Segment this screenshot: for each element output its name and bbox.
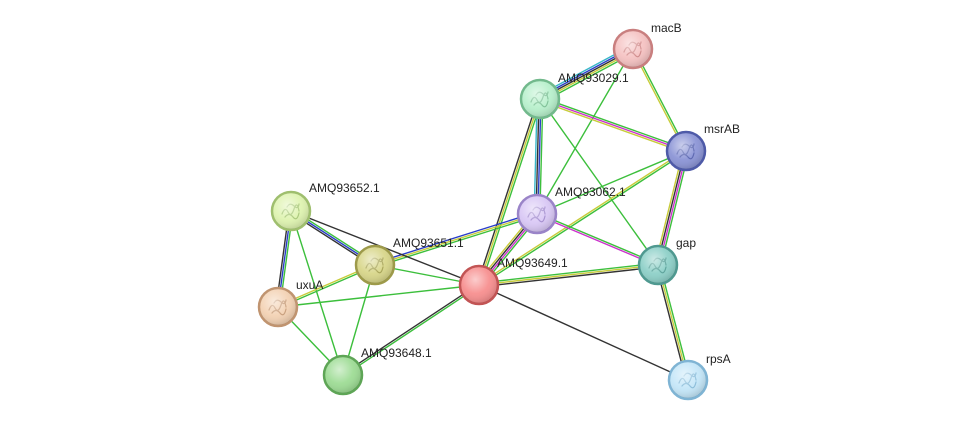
node-label: AMQ93651.1 [393, 236, 464, 250]
node-label: gap [676, 236, 696, 250]
node-gloss [357, 247, 393, 283]
edge-strand-green [539, 96, 688, 150]
node-gloss [640, 247, 676, 283]
edge-strand-green [478, 262, 659, 284]
node-amq93062-1[interactable]: AMQ93062.1 [516, 185, 626, 235]
edge-amq93652-1-amq93648-1[interactable] [290, 210, 344, 376]
edge-strand-green [536, 150, 687, 215]
edge-strand-yellow [538, 100, 687, 154]
edge-strand-black [476, 97, 539, 286]
edge-strand-green [277, 284, 480, 308]
node-amq93649-1[interactable]: AMQ93649.1 [458, 256, 568, 306]
node-gap[interactable]: gap [637, 236, 696, 286]
edge-amq93649-1-gap[interactable] [478, 262, 659, 288]
node-label: macB [651, 21, 682, 35]
node-label: uxuA [296, 278, 323, 292]
edge-amq93029-1-gap[interactable] [539, 98, 659, 266]
nodes-layer: macB AMQ93029.1 msrAB AMQ93652.1 AMQ93062.1A… [257, 21, 740, 401]
edge-amq93649-1-rpsa[interactable] [478, 284, 689, 381]
node-gloss [522, 81, 558, 117]
node-gloss [519, 196, 555, 232]
edge-macb-amq93062-1[interactable] [536, 48, 634, 215]
edge-strand-black [478, 284, 689, 381]
edge-strand-black [478, 266, 659, 288]
node-label: AMQ93029.1 [558, 71, 629, 85]
edge-strand-green [478, 151, 688, 287]
node-label: AMQ93648.1 [361, 346, 432, 360]
node-label: AMQ93649.1 [497, 256, 568, 270]
edges-layer [275, 44, 691, 382]
edge-strand-yellow [478, 98, 541, 286]
node-amq93651-1[interactable]: AMQ93651.1 [354, 236, 464, 286]
node-macb[interactable]: macB [612, 21, 682, 70]
edge-amq93649-1-uxua[interactable] [277, 284, 480, 308]
edge-strand-green [290, 210, 344, 376]
node-uxua[interactable]: uxuA [257, 278, 323, 328]
edge-strand-green [536, 48, 634, 215]
node-label: rpsA [706, 352, 731, 366]
node-amq93029-1[interactable]: AMQ93029.1 [519, 71, 629, 120]
node-amq93648-1[interactable]: AMQ93648.1 [322, 346, 432, 396]
node-rpsa[interactable]: rpsA [667, 352, 731, 401]
edge-strand-green [480, 98, 543, 287]
edge-amq93062-1-gap[interactable] [535, 212, 660, 267]
edge-strand-yellow [374, 213, 538, 266]
edge-msrab-amq93649-1[interactable] [477, 149, 688, 287]
edge-amq93649-1-amq93648-1[interactable] [341, 283, 481, 377]
node-label: AMQ93062.1 [555, 185, 626, 199]
node-gloss [615, 31, 651, 67]
edge-strand-green [539, 98, 659, 266]
edge-amq93029-1-msrab[interactable] [538, 96, 688, 154]
edge-strand-magenta [539, 98, 687, 152]
node-gloss [273, 193, 309, 229]
edge-strand-yellow [477, 149, 687, 285]
node-gloss [668, 133, 704, 169]
edge-strand-green [536, 212, 660, 265]
node-gloss [325, 357, 361, 393]
edge-strand-black [341, 283, 480, 375]
node-label: msrAB [704, 122, 740, 136]
node-gloss [260, 289, 296, 325]
edge-strand-green [374, 215, 539, 268]
node-label: AMQ93652.1 [309, 181, 380, 195]
node-amq93652-1[interactable]: AMQ93652.1 [270, 181, 380, 232]
edge-msrab-amq93062-1[interactable] [536, 150, 687, 215]
edge-strand-magenta [535, 214, 659, 267]
edge-amq93029-1-amq93649-1[interactable] [476, 97, 543, 287]
edge-strand-green [342, 285, 481, 377]
node-msrab[interactable]: msrAB [665, 122, 740, 172]
node-gloss [461, 267, 497, 303]
edge-strand-yellow [478, 264, 659, 286]
node-gloss [670, 362, 706, 398]
